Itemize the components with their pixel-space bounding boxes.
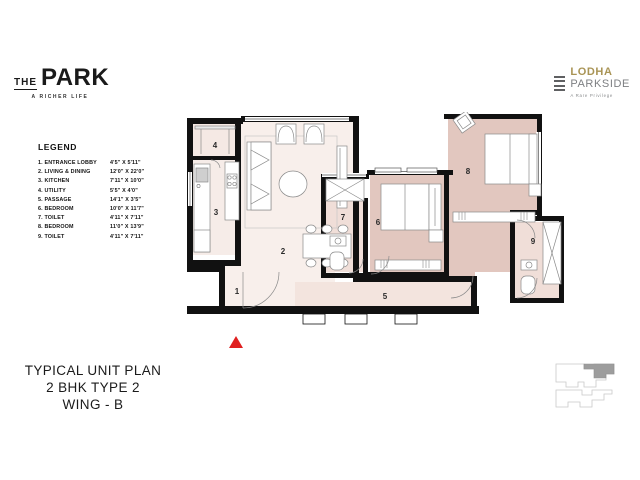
room-number-9: 9 <box>531 237 536 246</box>
legend-item: 4. UTILITY 5'5" X 4'0" <box>38 187 144 196</box>
the-park-tagline: A RICHER LIFE <box>31 94 89 100</box>
legend-title: LEGEND <box>38 142 78 152</box>
plan-title-line2: 2 BHK TYPE 2 <box>46 380 140 395</box>
legend-item: 9. TOILET 4'11" X 7'11" <box>38 233 144 242</box>
legend-item-dimension: 14'1" X 3'5" <box>110 196 142 203</box>
the-park-logo-the: THE <box>14 77 37 90</box>
room-fill-passage <box>295 282 475 310</box>
legend-item: 1. ENTRANCE LOBBY 4'5" X 5'11" <box>38 159 144 168</box>
legend-item-label: 3. KITCHEN <box>38 178 70 185</box>
legend-item-label: 6. BEDROOM <box>38 206 74 213</box>
living-furniture <box>242 123 352 309</box>
legend-item-dimension: 4'5" X 5'11" <box>110 160 141 166</box>
legend-item-label: 1. ENTRANCE LOBBY <box>38 160 97 166</box>
legend: LEGEND 1. ENTRANCE LOBBY 4'5" X 5'11" 2.… <box>38 142 144 242</box>
passage-openings <box>302 313 418 325</box>
room-number-7: 7 <box>341 213 346 222</box>
room-number-5: 5 <box>383 292 388 301</box>
room-number-8: 8 <box>466 167 471 176</box>
lodha-logo-line2: PARKSIDE <box>570 78 630 90</box>
legend-item-label: 5. PASSAGE <box>38 196 72 203</box>
room-number-6: 6 <box>376 218 381 227</box>
legend-item-dimension: 11'0" X 13'9" <box>110 224 144 231</box>
legend-item-dimension: 4'11" X 7'11" <box>110 233 144 240</box>
room-number-3: 3 <box>214 208 219 217</box>
legend-item: 3. KITCHEN 7'11" X 10'0" <box>38 177 144 186</box>
room-number-labels: 1 2 3 4 5 6 7 8 9 <box>213 141 536 301</box>
plan-title: TYPICAL UNIT PLAN 2 BHK TYPE 2 WING - B <box>18 362 168 413</box>
toilet-9-fixtures <box>516 219 562 299</box>
windows <box>188 117 541 206</box>
the-park-logo: THE PARK A RICHER LIFE <box>14 66 144 100</box>
legend-item: 2. LIVING & DINING 12'0" X 22'0" <box>38 168 144 177</box>
legend-item-dimension: 10'0" X 11'7" <box>110 206 144 213</box>
legend-item: 8. BEDROOM 11'0" X 13'9" <box>38 223 144 232</box>
legend-item: 7. TOILET 4'11" X 7'11" <box>38 214 144 223</box>
lodha-logo-line1: LODHA <box>570 66 613 78</box>
legend-item: 6. BEDROOM 10'0" X 11'7" <box>38 205 144 214</box>
kitchen-fixtures <box>193 125 240 253</box>
legend-item-label: 9. TOILET <box>38 233 65 240</box>
lodha-bars-icon <box>554 67 566 98</box>
floorplan-drawing: 1 2 3 4 5 6 7 8 9 <box>185 112 595 337</box>
legend-item-label: 7. TOILET <box>38 215 65 222</box>
key-plan-highlight <box>583 363 615 379</box>
plan-title-line3: WING - B <box>62 397 124 412</box>
legend-item-label: 4. UTILITY <box>38 187 66 194</box>
legend-item-dimension: 12'0" X 22'0" <box>110 169 145 176</box>
bedroom-6-furniture <box>370 183 444 275</box>
lodha-parkside-logo: LODHA PARKSIDE A Rare Privilege <box>554 67 630 98</box>
legend-item-dimension: 7'11" X 10'0" <box>110 178 144 185</box>
room-number-4: 4 <box>213 141 218 150</box>
legend-item-label: 8. BEDROOM <box>38 224 74 231</box>
lodha-tagline: A Rare Privilege <box>570 93 614 98</box>
legend-item-dimension: 4'11" X 7'11" <box>110 215 144 222</box>
entry-direction-marker-icon <box>229 336 243 348</box>
bedroom-8-furniture <box>450 112 542 299</box>
key-plan <box>548 360 630 412</box>
plan-title-line1: TYPICAL UNIT PLAN <box>24 363 162 378</box>
room-number-2: 2 <box>281 247 286 256</box>
legend-item-dimension: 5'5" X 4'0" <box>110 187 138 194</box>
room-number-1: 1 <box>235 287 240 296</box>
legend-item: 5. PASSAGE 14'1" X 3'5" <box>38 196 144 205</box>
legend-item-label: 2. LIVING & DINING <box>38 169 91 176</box>
the-park-logo-park: PARK <box>41 64 110 91</box>
toilet-7-fixtures <box>325 178 365 274</box>
